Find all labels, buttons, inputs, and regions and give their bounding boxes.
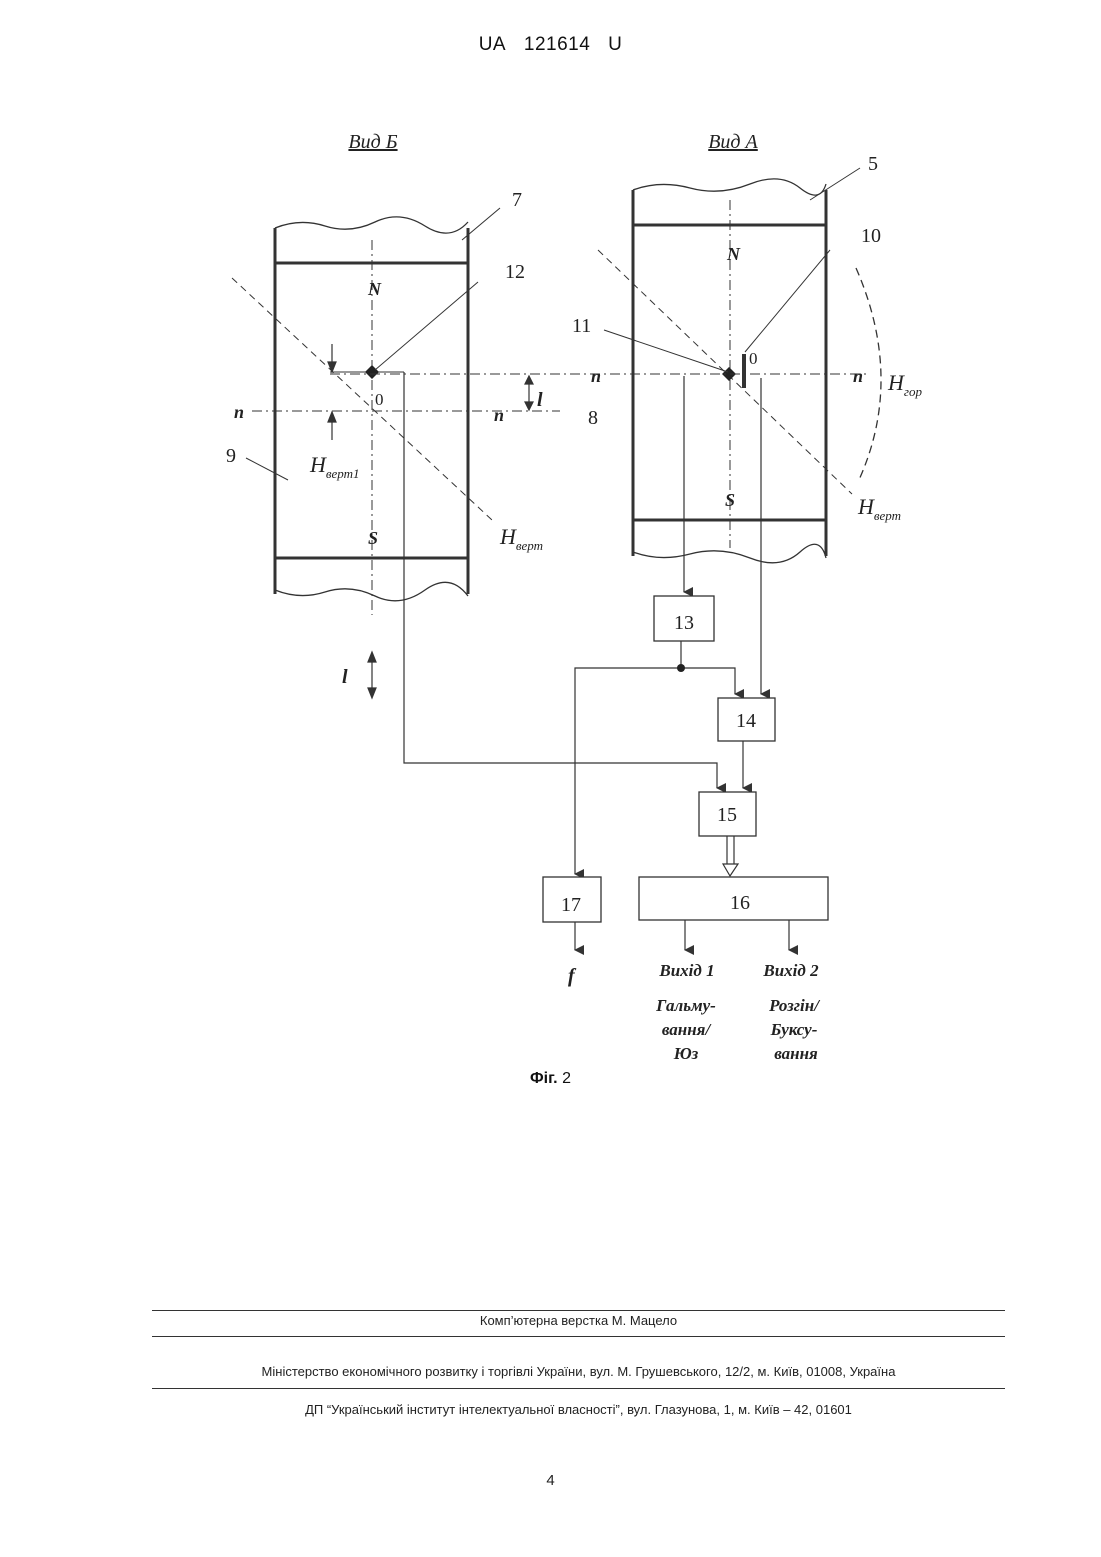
out1-line1: Гальму- [655,996,716,1015]
block-13-label: 13 [674,612,694,634]
page-number: 4 [0,1472,1101,1489]
signal-wiring [404,372,789,950]
out1-line2: вання/ [662,1020,713,1039]
output-labels: Вихід 1 Гальму- вання/ Юз Вихід 2 Розгін… [655,961,821,1063]
out2-line2: Буксу- [770,1020,818,1039]
out2-line1: Розгін/ [768,996,821,1015]
label-7: 7 [512,189,522,211]
caption-prefix: Фіг. [530,1070,558,1087]
label-11: 11 [572,315,591,337]
f-label: f [568,965,577,987]
rail-view-a [598,179,881,563]
pole-s-right: S [725,490,735,510]
bus-arrow [723,864,738,876]
block-15-label: 15 [717,804,737,826]
footer-divider-1 [152,1310,1005,1311]
leader-lines [246,168,860,480]
pole-s-left: S [368,528,378,548]
footer-divider-2 [152,1336,1005,1337]
label-8: 8 [588,407,598,429]
pole-n-right: N [726,244,741,264]
zero-left: 0 [375,390,384,409]
footer-ministry: Міністерство економічного розвитку і тор… [152,1364,1005,1379]
out2-title: Вихід 2 [762,961,819,980]
footer-divider-3 [152,1388,1005,1389]
footer-typesetting: Комп’ютерна верстка М. Мацело [152,1313,1005,1328]
h-vert-right-label: Hверт [857,494,901,523]
out2-line3: вання [774,1044,818,1063]
l-label-1: l [537,389,543,411]
h-vert1-label: Hверт1 [309,452,360,481]
caption-number: 2 [562,1070,571,1087]
label-12: 12 [505,261,525,283]
block-17-label: 17 [561,894,581,916]
label-9: 9 [226,445,236,467]
label-5: 5 [868,153,878,175]
footer-institute: ДП “Український інститут інтелектуальної… [152,1402,1005,1417]
label-10: 10 [861,225,881,247]
block-16-label: 16 [730,892,750,914]
dimension-markers [328,344,533,698]
junction-dot [677,664,685,672]
out1-title: Вихід 1 [658,961,714,980]
zero-right: 0 [749,349,758,368]
out1-line3: Юз [673,1044,699,1063]
block-14-label: 14 [736,710,756,732]
view-a-title: Вид А [708,131,758,153]
n-label-1: n [234,402,244,422]
sensor-12-dot [365,365,379,379]
rail-view-b [232,217,492,615]
n-label-3: n [591,366,601,386]
n-label-4: n [853,366,863,386]
pole-n-left: N [367,279,382,299]
h-hor-label: Hгор [887,370,922,399]
n-label-2: n [494,405,504,425]
l-label-2: l [342,666,348,688]
figure-caption: Фіг. 2 [0,1070,1101,1088]
h-vert-left-label: Hверт [499,524,543,553]
figure-diagram: Вид Б Вид А [0,0,1101,1100]
view-b-title: Вид Б [348,131,397,153]
